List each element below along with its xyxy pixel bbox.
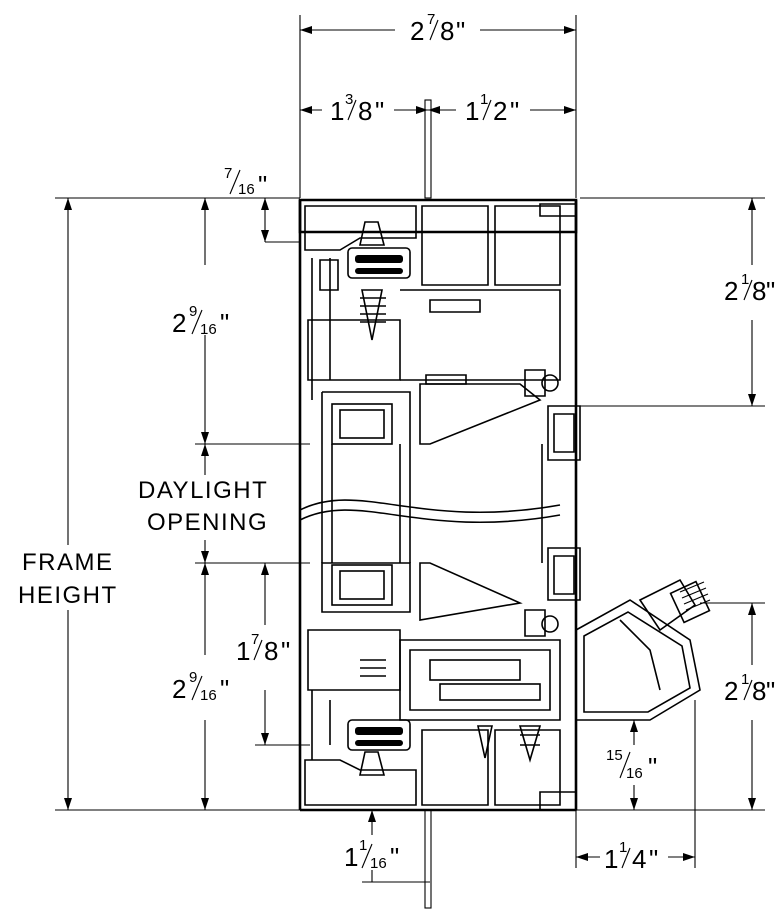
svg-text:": " bbox=[649, 844, 659, 874]
svg-text:16: 16 bbox=[238, 181, 255, 198]
svg-text:1: 1 bbox=[344, 842, 359, 872]
svg-text:8: 8 bbox=[264, 636, 279, 666]
daylight-label-line2: OPENING bbox=[147, 509, 268, 536]
svg-text:8: 8 bbox=[752, 276, 767, 306]
svg-text:1: 1 bbox=[359, 837, 367, 854]
lower-sash bbox=[300, 547, 581, 812]
svg-text:": " bbox=[390, 842, 400, 872]
crank-handle bbox=[575, 578, 711, 721]
svg-text:7: 7 bbox=[251, 631, 259, 648]
svg-text:2: 2 bbox=[724, 276, 739, 306]
top-sightline-label: 7 16 " bbox=[224, 165, 268, 200]
overall-width-label: 2 7 8 " bbox=[410, 11, 466, 46]
svg-text:9: 9 bbox=[189, 303, 197, 320]
left-depth-label: 1 3 8 " bbox=[330, 91, 385, 126]
svg-text:2: 2 bbox=[410, 16, 425, 46]
svg-text:4: 4 bbox=[632, 844, 647, 874]
svg-text:": " bbox=[456, 16, 466, 46]
svg-text:15: 15 bbox=[606, 747, 623, 764]
svg-text:9: 9 bbox=[189, 669, 197, 686]
svg-text:1: 1 bbox=[604, 844, 619, 874]
dimension-lines bbox=[55, 15, 765, 909]
svg-text:16: 16 bbox=[200, 321, 217, 338]
svg-text:": " bbox=[766, 676, 775, 706]
upper-frame-label: 2 9 16 " bbox=[172, 303, 230, 338]
svg-text:": " bbox=[375, 96, 385, 126]
frame-label-line1: FRAME bbox=[22, 549, 114, 576]
svg-text:1: 1 bbox=[741, 671, 749, 688]
svg-text:1: 1 bbox=[236, 636, 251, 666]
upper-gasket bbox=[347, 221, 411, 341]
svg-text:8: 8 bbox=[358, 96, 373, 126]
arrowheads bbox=[64, 26, 756, 861]
svg-text:3: 3 bbox=[345, 91, 353, 108]
hardware-projection-label: 1 1 4 " bbox=[604, 839, 659, 874]
daylight-label-line1: DAYLIGHT bbox=[138, 477, 268, 504]
lower-inner-label: 1 7 8 " bbox=[236, 631, 291, 666]
svg-text:2: 2 bbox=[172, 674, 187, 704]
svg-text:": " bbox=[220, 308, 230, 338]
upper-right-label: 2 1 8 " bbox=[724, 271, 775, 306]
svg-text:7: 7 bbox=[427, 11, 435, 28]
svg-text:": " bbox=[766, 276, 775, 306]
svg-text:": " bbox=[648, 752, 658, 782]
frame-label-line2: HEIGHT bbox=[18, 582, 118, 609]
svg-text:16: 16 bbox=[626, 765, 643, 782]
dimension-labels: 2 7 8 " 1 3 8 " 1 1 2 " 7 16 " bbox=[18, 11, 775, 874]
lower-frame-label: 2 9 16 " bbox=[172, 669, 230, 704]
svg-text:2: 2 bbox=[724, 676, 739, 706]
frame-profile bbox=[298, 198, 581, 810]
svg-text:8: 8 bbox=[440, 16, 455, 46]
svg-text:": " bbox=[281, 636, 291, 666]
lower-right-label: 2 1 8 " bbox=[724, 671, 775, 706]
hardware-offset-label: 15 16 " bbox=[606, 747, 658, 782]
svg-text:": " bbox=[258, 170, 268, 200]
svg-text:16: 16 bbox=[370, 855, 387, 872]
svg-text:": " bbox=[510, 96, 520, 126]
svg-text:1: 1 bbox=[741, 271, 749, 288]
svg-text:2: 2 bbox=[493, 96, 508, 126]
right-depth-label: 1 1 2 " bbox=[465, 91, 520, 126]
svg-text:1: 1 bbox=[465, 96, 480, 126]
svg-text:8: 8 bbox=[752, 676, 767, 706]
svg-text:2: 2 bbox=[172, 308, 187, 338]
svg-text:1: 1 bbox=[619, 839, 627, 856]
svg-text:7: 7 bbox=[224, 165, 232, 182]
svg-text:1: 1 bbox=[480, 91, 488, 108]
svg-text:16: 16 bbox=[200, 687, 217, 704]
svg-text:": " bbox=[220, 674, 230, 704]
svg-text:1: 1 bbox=[330, 96, 345, 126]
bottom-projection-label: 1 1 16 " bbox=[344, 837, 400, 872]
